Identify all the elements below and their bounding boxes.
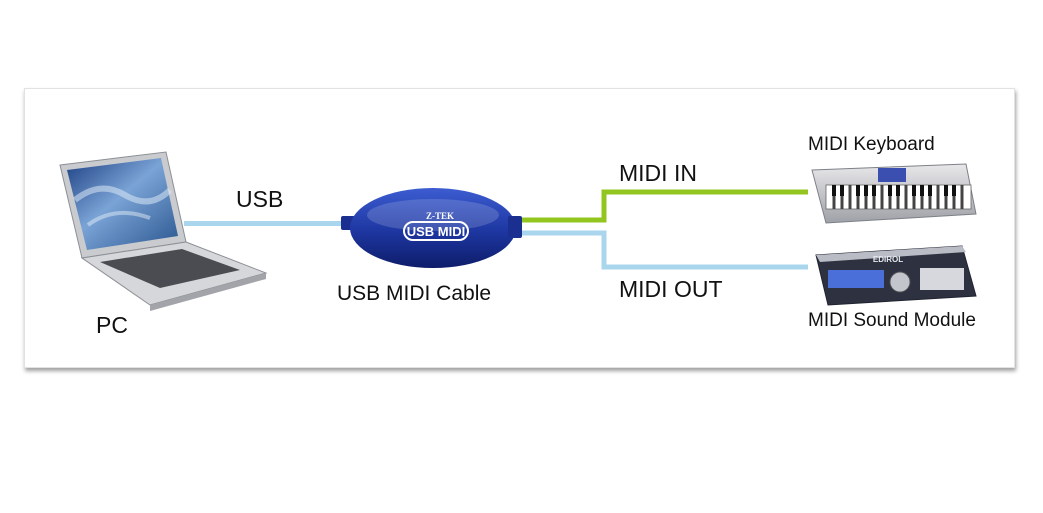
interface-label-text: USB MIDI — [407, 224, 466, 239]
usb-midi-cable-label: USB MIDI Cable — [337, 282, 492, 305]
midi-sound-module-icon: EDIROL — [815, 245, 977, 306]
usb-label: USB — [236, 186, 284, 212]
pc-label: PC — [96, 312, 128, 338]
midi-keyboard-icon — [811, 163, 977, 224]
midi-out-cable-line — [515, 230, 808, 270]
usb-cable-line — [184, 221, 352, 226]
midi-keyboard-label: MIDI Keyboard — [808, 134, 935, 155]
midi-out-label: MIDI OUT — [619, 276, 723, 302]
midi-sound-module-label: MIDI Sound Module — [808, 310, 976, 331]
laptop-icon — [59, 151, 268, 311]
interface-brand-text: Z-TEK — [426, 211, 454, 221]
midi-in-cable-line — [515, 189, 808, 223]
midi-in-label: MIDI IN — [619, 160, 697, 186]
module-brand-text: EDIROL — [873, 255, 903, 264]
usb-midi-interface-icon: Z-TEK USB MIDI — [341, 188, 522, 268]
